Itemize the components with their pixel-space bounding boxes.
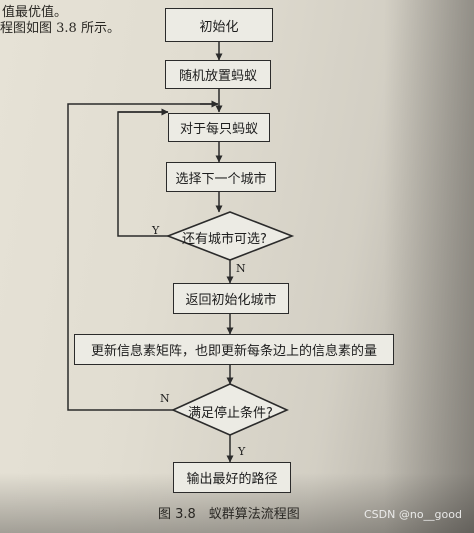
edge-label-stop-no: N	[160, 392, 170, 405]
page-shadow-right	[384, 0, 474, 533]
decision-cities-available-label: 还有城市可选?	[182, 232, 267, 247]
node-update-pheromone: 更新信息素矩阵，也即更新每条边上的信息素的量	[74, 334, 394, 365]
node-update-pheromone-label: 更新信息素矩阵，也即更新每条边上的信息素的量	[90, 344, 377, 359]
edge-label-stop-yes: Y	[238, 445, 246, 458]
decision-cities-available	[165, 211, 295, 261]
node-return-init-city: 返回初始化城市	[173, 283, 289, 314]
node-select-next-city: 选择下一个城市	[166, 162, 276, 192]
node-for-each-ant: 对于每只蚂蚁	[168, 113, 270, 142]
edge-cities-yes-loop	[117, 111, 170, 237]
figure-caption: 图 3.8 蚁群算法流程图	[158, 507, 300, 522]
node-select-next-city-label: 选择下一个城市	[175, 171, 267, 187]
decision-stop-condition-label: 满足停止条件?	[188, 406, 273, 421]
node-return-init-city-label: 返回初始化城市	[185, 293, 277, 308]
edge-stop-no-loop	[67, 103, 218, 411]
node-for-each-ant-label: 对于每只蚂蚁	[179, 122, 258, 137]
node-place-ants-label: 随机放置蚂蚁	[178, 69, 257, 84]
node-init: 初始化	[165, 8, 273, 42]
watermark: CSDN @no__good	[364, 508, 462, 521]
body-text-line-1: 值最优值。	[2, 5, 68, 20]
node-output-best-path: 输出最好的路径	[173, 462, 291, 493]
node-place-ants: 随机放置蚂蚁	[165, 60, 271, 89]
body-text-line-2: 程图如图 3.8 所示。	[0, 21, 120, 36]
edge-label-cities-yes: Y	[152, 224, 160, 237]
node-output-best-path-label: 输出最好的路径	[186, 472, 278, 487]
edge-label-cities-no: N	[236, 262, 246, 275]
decision-stop-condition	[171, 383, 289, 436]
node-init-label: 初始化	[199, 19, 239, 35]
